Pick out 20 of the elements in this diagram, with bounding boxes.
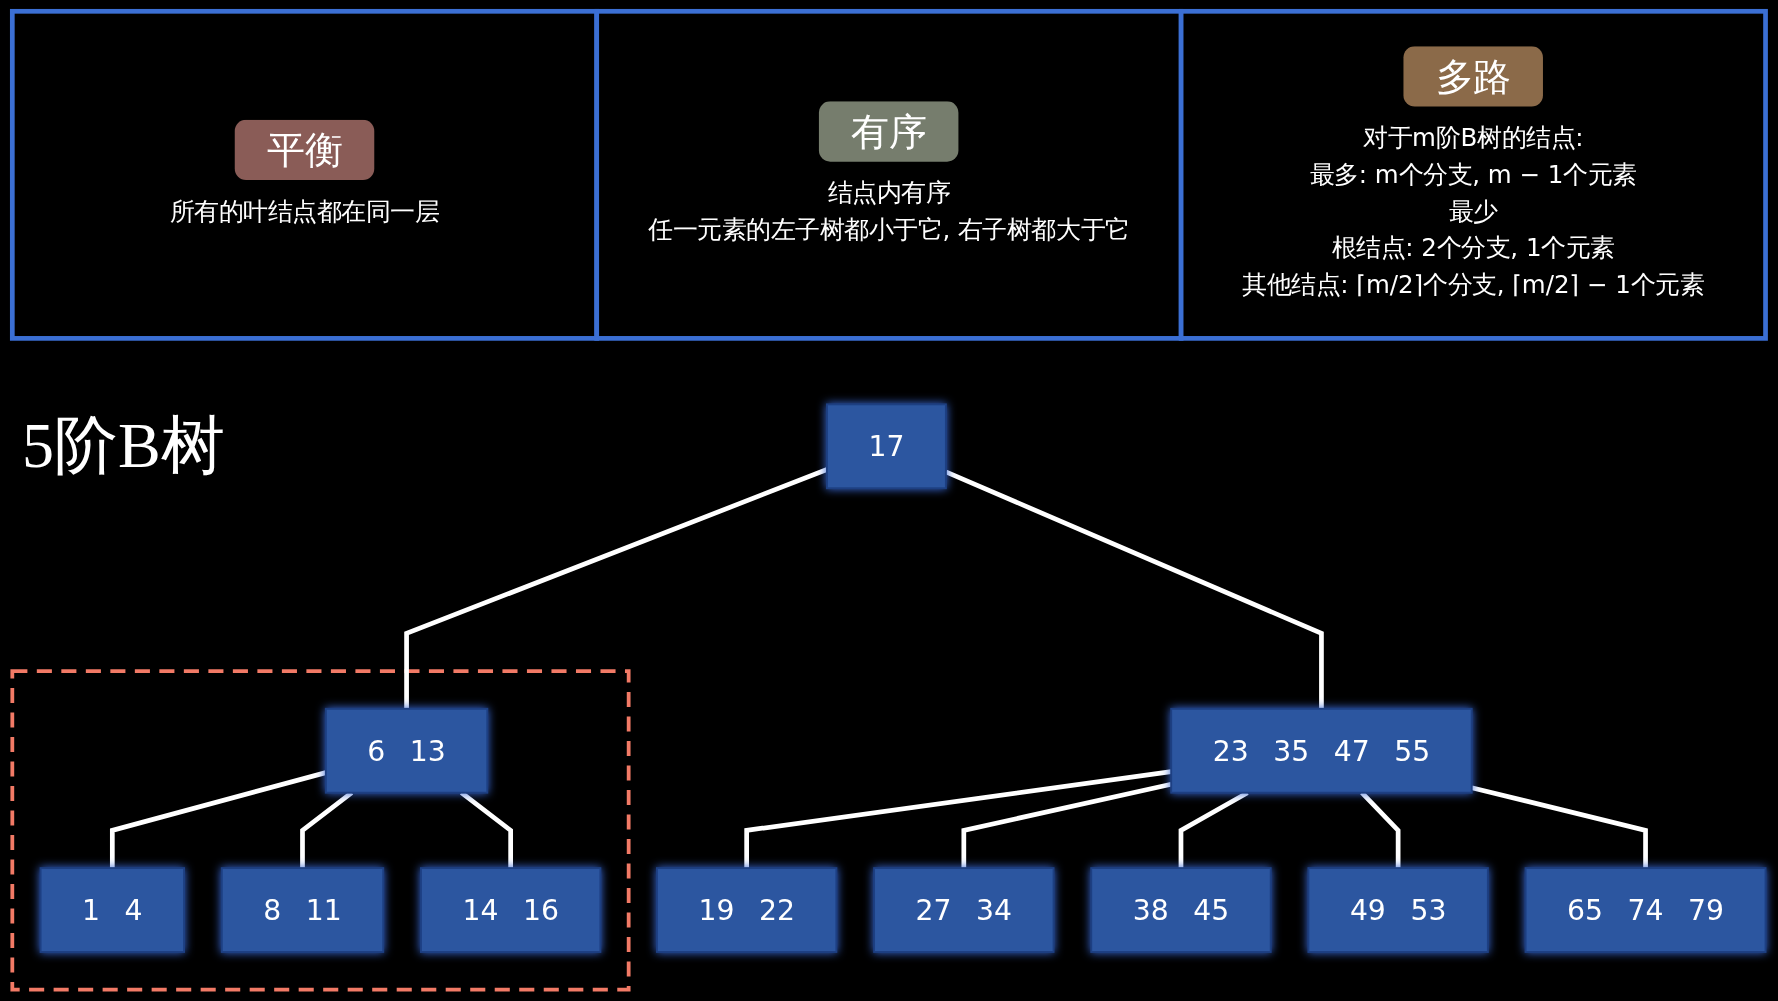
node-box: 14 16 — [420, 867, 602, 953]
connector — [961, 781, 1172, 869]
node-box: 多路 对于m阶B树的结点: 最多: m个分支, m − 1个元素 最少 根结点: 2个分支, 1个元素 其他结点: ⌈m/2⌉个分支, ⌈m/2⌉ − 1个元素 — [1178, 8, 1768, 341]
node-box: 23 35 47 55 — [1170, 707, 1473, 794]
node-box: 6 13 — [324, 707, 489, 794]
connector — [1471, 785, 1648, 869]
connector — [744, 769, 1172, 869]
node-box: 19 22 — [656, 867, 838, 953]
connector — [1360, 791, 1401, 869]
node-box: 1 4 — [39, 867, 186, 953]
node-box: 17 — [826, 403, 947, 490]
node-box: 49 53 — [1307, 867, 1489, 953]
connector — [404, 467, 828, 709]
diagram-title: 5阶B树 — [22, 411, 225, 482]
node-box: 38 45 — [1090, 867, 1272, 953]
node-box: 27 34 — [873, 867, 1055, 953]
node-box: 8 11 — [220, 867, 385, 953]
cluster — [10, 669, 631, 992]
node-box: 65 74 79 — [1524, 867, 1767, 953]
connector — [945, 469, 1324, 709]
